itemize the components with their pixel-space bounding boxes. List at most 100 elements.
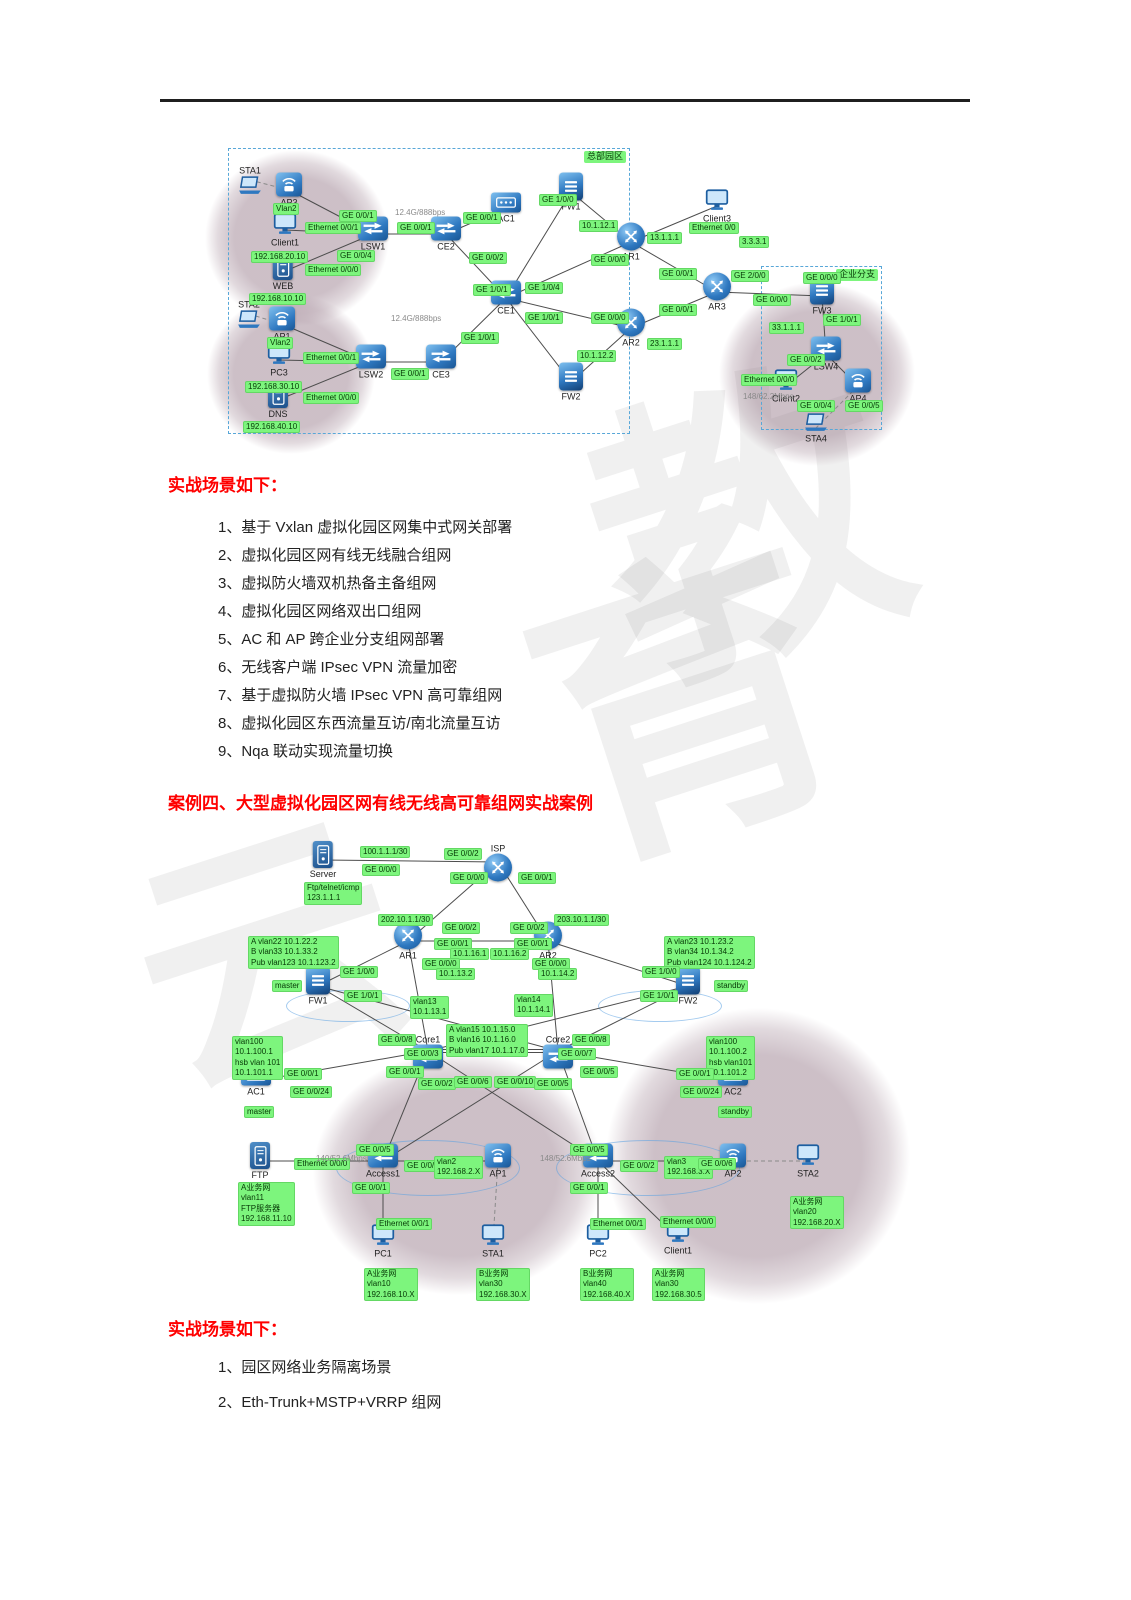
ap-icon — [485, 1143, 511, 1168]
port-ip-label: GE 2/0/0 — [731, 270, 769, 283]
port-ip-label: standby — [714, 980, 749, 993]
port-ip-label: GE 0/0/1 — [518, 872, 556, 885]
port-ip-label: GE 0/0/0 — [422, 958, 460, 971]
node-ar1: AR1 — [617, 222, 645, 262]
port-ip-label: master — [244, 1106, 275, 1119]
node-label: AP1 — [489, 1168, 507, 1179]
node-label: LSW4 — [813, 361, 839, 372]
port-ip-label: GE 0/0/0 — [591, 312, 629, 325]
port-ip-label: GE 1/0/1 — [640, 990, 678, 1003]
port-ip-label: Ethernet 0/0/0 — [303, 392, 360, 405]
port-ip-label: Vlan2 — [273, 203, 300, 216]
network-diagram-campus: 总部园区企业分支STA1AP3Client1WEBSTA2AP1PC3DNSLS… — [205, 146, 915, 466]
port-ip-label: GE 0/0/24 — [680, 1086, 723, 1099]
port-ip-label: GE 1/0/0 — [539, 194, 577, 207]
port-ip-label: GE 0/0/1 — [397, 222, 435, 235]
node-label: STA1 — [239, 165, 261, 176]
port-ip-label: GE 0/0/1 — [676, 1068, 714, 1081]
port-ip-label: GE 0/0/7 — [558, 1048, 596, 1061]
node-label: Client1 — [663, 1245, 693, 1256]
port-ip-label: GE 0/0/1 — [659, 268, 697, 281]
port-ip-label: 192.168.40.10 — [243, 421, 301, 434]
port-ip-label: GE 0/0/0 — [362, 864, 400, 877]
port-ip-label: GE 0/0/1 — [386, 1066, 424, 1079]
port-ip-label: GE 0/0/5 — [570, 1144, 608, 1157]
list-item: 5、AC 和 AP 跨企业分支组网部署 — [218, 631, 445, 648]
list-item: 1、基于 Vxlan 虚拟化园区网集中式网关部署 — [218, 519, 513, 536]
port-ip-label: GE 0/0/2 — [404, 1160, 442, 1173]
port-ip-label: Ethernet 0/0/0 — [741, 374, 798, 387]
node-label: AP2 — [724, 1168, 742, 1179]
port-ip-label: GE 0/0/5 — [580, 1066, 618, 1079]
port-ip-label: 10.1.12.2 — [577, 350, 617, 363]
port-ip-label: GE 0/0/0 — [450, 872, 488, 885]
node-label: AR2 — [622, 337, 640, 348]
router-icon — [394, 921, 422, 950]
list-item: 1、园区网络业务隔离场景 — [218, 1359, 392, 1376]
port-ip-label: GE 0/0/6 — [454, 1076, 492, 1089]
port-ip-label: 203.10.1.1/30 — [554, 914, 609, 927]
port-ip-label: A vlan23 10.1.23.2 B vlan34 10.1.34.2 Pu… — [664, 936, 755, 970]
port-ip-label: 10.1.12.1 — [579, 220, 619, 233]
pc-icon — [704, 189, 730, 213]
link-stat-label: 148/62.2Mbps — [743, 392, 794, 401]
firewall-icon — [559, 362, 583, 391]
node-label: FW2 — [678, 995, 698, 1006]
node-label: DNS — [268, 409, 288, 419]
port-ip-label: GE 0/0/1 — [339, 210, 377, 223]
port-ip-label: GE 0/0/2 — [418, 1078, 456, 1091]
node-label: AC2 — [724, 1086, 742, 1097]
port-ip-label: B业务网 vlan30 192.168.30.X — [476, 1268, 530, 1302]
port-ip-label: A vlan22 10.1.22.2 B vlan33 10.1.33.2 Pu… — [248, 936, 339, 970]
node-client3: Client3 — [703, 189, 731, 224]
port-ip-label: GE 0/0/8 — [572, 1034, 610, 1047]
node-ftp: FTP — [250, 1142, 270, 1180]
port-ip-label: GE 0/0/1 — [659, 304, 697, 317]
node-label: Client2 — [771, 393, 801, 404]
port-ip-label: 10.1.13.2 — [436, 968, 476, 981]
port-ip-label: 10.1.16.1 — [450, 948, 490, 961]
port-ip-label: master — [272, 980, 303, 993]
port-ip-label: Ethernet 0/0/0 — [305, 264, 362, 277]
firewall-icon — [676, 966, 700, 995]
node-fw1: FW1 — [306, 966, 330, 1006]
port-ip-label: GE 0/0/1 — [514, 938, 552, 951]
port-ip-label: GE 0/0/4 — [797, 400, 835, 413]
port-ip-label: 192.168.20.10 — [251, 251, 309, 264]
list-item: 4、虚拟化园区网络双出口组网 — [218, 603, 422, 620]
node-label: STA2 — [797, 1168, 819, 1179]
ap-icon — [845, 368, 871, 393]
node-lsw4: LSW4 — [811, 336, 841, 372]
port-ip-label: A业务网 vlan10 192.168.10.X — [364, 1268, 418, 1302]
port-ip-label: Ftp/telnet/icmp 123.1.1.1 — [304, 882, 363, 905]
node-label: CE2 — [437, 241, 455, 252]
node-isp: ISP — [484, 843, 512, 882]
port-ip-label: GE 0/0/10 — [494, 1076, 537, 1089]
list-item: 3、虚拟防火墙双机热备主备组网 — [218, 575, 437, 592]
list-item: 2、Eth-Trunk+MSTP+VRRP 组网 — [218, 1394, 442, 1411]
port-ip-label: 33.1.1.1 — [769, 322, 804, 335]
link-stat-label: 12.4G/888bps — [391, 314, 442, 323]
node-ap1: AP1 — [269, 306, 295, 342]
port-ip-label: GE 0/0/5 — [845, 400, 883, 413]
node-ar3: AR3 — [703, 272, 731, 312]
link-stat-label: 140/52.6Mbps — [316, 1154, 367, 1163]
port-ip-label: GE 0/0/2 — [787, 354, 825, 367]
port-ip-label: GE 1/0/1 — [823, 314, 861, 327]
node-label: FW3 — [812, 305, 832, 316]
node-label: LSW2 — [358, 369, 384, 380]
port-ip-label: A业务网 vlan30 192.168.30.5 — [652, 1268, 705, 1302]
node-label: FW1 — [308, 995, 328, 1006]
port-ip-label: GE 1/0/0 — [340, 966, 378, 979]
link-stat-label: 148/52.6Mbps — [540, 1154, 591, 1163]
node-label: FW1 — [561, 201, 581, 212]
node-label: AC1 — [497, 213, 515, 224]
port-ip-label: Ethernet 0/0/0 — [660, 1216, 717, 1229]
port-ip-label: 10.1.16.2 — [490, 948, 530, 961]
node-sta4: STA4 — [803, 413, 829, 444]
node-ap4: AP4 — [845, 368, 871, 404]
switch-icon — [426, 344, 456, 369]
ap-icon — [269, 306, 295, 331]
